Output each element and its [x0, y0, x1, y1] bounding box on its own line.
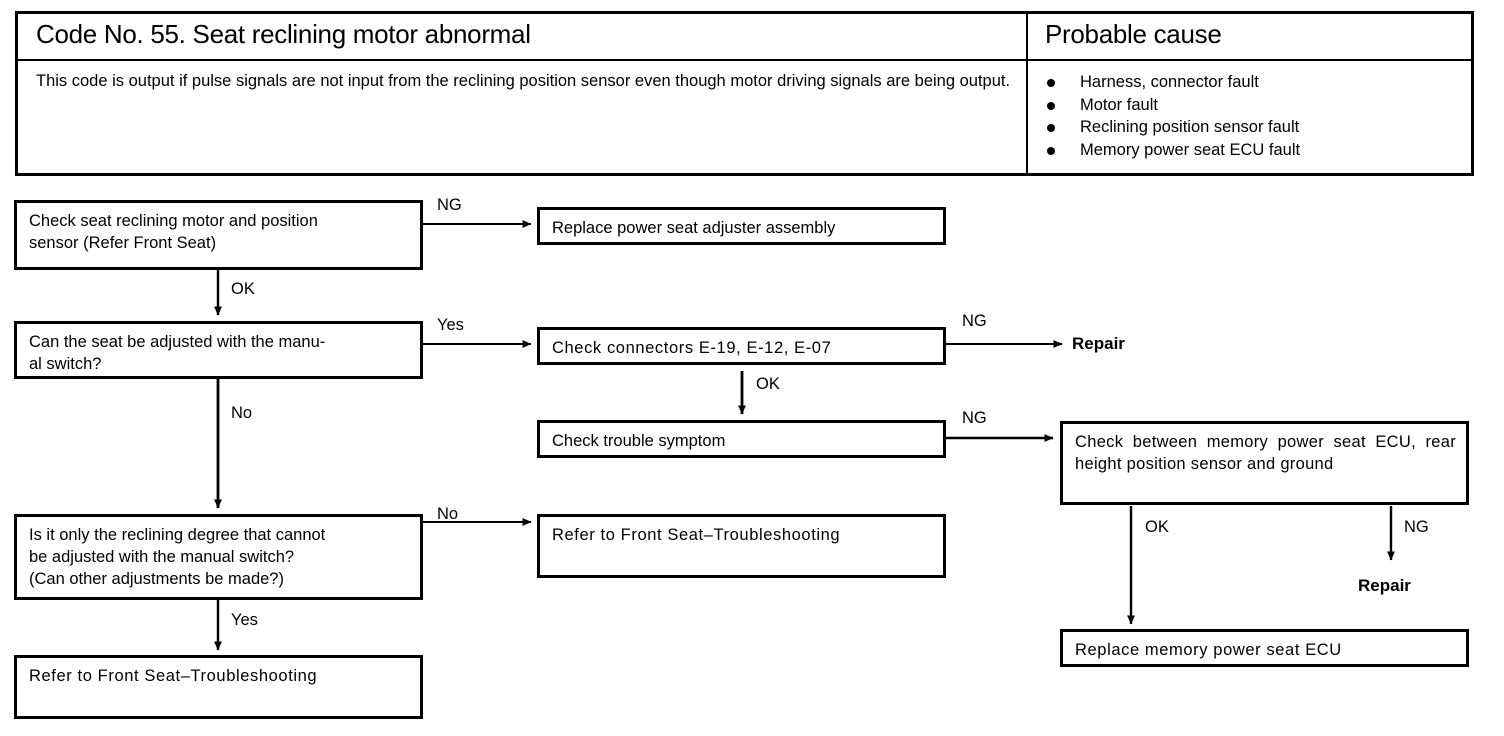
cause-list-cell: Harness, connector fault Motor fault Rec…	[1028, 61, 1471, 173]
label-repair-top: Repair	[1072, 334, 1125, 353]
box-replace-adjuster[interactable]: Replace power seat adjuster assembly	[537, 207, 946, 245]
edge-label-ok-1: OK	[231, 280, 255, 298]
edge-label-ok-3: OK	[1145, 518, 1169, 536]
box-check-motor-sensor[interactable]: Check seat reclining motor and position …	[14, 200, 423, 270]
bullet-icon	[1047, 124, 1055, 132]
edge-label-yes-1: Yes	[437, 316, 464, 334]
box-refer-front-seat-left[interactable]: Refer to Front Seat–Troubleshooting	[14, 655, 423, 719]
list-item: Reclining position sensor fault	[1044, 116, 1471, 139]
box-replace-ecu[interactable]: Replace memory power seat ECU	[1060, 629, 1469, 667]
probable-cause-list: Harness, connector fault Motor fault Rec…	[1028, 61, 1471, 161]
code-title: Code No. 55. Seat reclining motor abnorm…	[36, 19, 531, 49]
edge-label-yes-2: Yes	[231, 611, 258, 629]
box-check-trouble-symptom[interactable]: Check trouble symptom	[537, 420, 946, 458]
box-check-between-ecu[interactable]: Check between memory power seat ECU, rea…	[1060, 421, 1469, 505]
table-body-row: This code is output if pulse signals are…	[18, 61, 1471, 173]
edge-label-ng-1: NG	[437, 196, 462, 214]
edge-label-ok-2: OK	[756, 375, 780, 393]
edge-label-no-1: No	[231, 404, 253, 422]
cause-title-cell: Probable cause	[1028, 14, 1471, 59]
cause-text: Memory power seat ECU fault	[1080, 140, 1301, 159]
list-item: Memory power seat ECU fault	[1044, 139, 1471, 162]
label-repair-bottom: Repair	[1358, 576, 1411, 595]
edge-label-ng-3: NG	[962, 409, 987, 427]
edge-label-ng-2: NG	[962, 312, 987, 330]
cause-text: Reclining position sensor fault	[1080, 118, 1300, 136]
box-refer-front-seat-mid[interactable]: Refer to Front Seat–Troubleshooting	[537, 514, 946, 578]
table-header-row: Code No. 55. Seat reclining motor abnorm…	[18, 14, 1471, 61]
edge-label-no-2: No	[437, 505, 459, 523]
bullet-icon	[1047, 79, 1055, 87]
bullet-icon	[1047, 146, 1055, 155]
description-cell: This code is output if pulse signals are…	[18, 61, 1028, 173]
probable-cause-title: Probable cause	[1045, 19, 1222, 49]
box-only-reclining-degree[interactable]: Is it only the reclining degree that can…	[14, 514, 423, 600]
box-can-adjust-manual[interactable]: Can the seat be adjusted with the manu- …	[14, 321, 423, 379]
code-description: This code is output if pulse signals are…	[36, 72, 1011, 90]
cause-text: Motor fault	[1080, 95, 1158, 114]
box-check-connectors[interactable]: Check connectors E-19, E-12, E-07	[537, 327, 946, 365]
bullet-icon	[1047, 101, 1055, 110]
list-item: Motor fault	[1044, 94, 1471, 117]
edge-label-ng-4: NG	[1404, 518, 1429, 536]
code-info-table: Code No. 55. Seat reclining motor abnorm…	[15, 11, 1474, 176]
cause-text: Harness, connector fault	[1080, 73, 1259, 91]
list-item: Harness, connector fault	[1044, 71, 1471, 94]
code-title-cell: Code No. 55. Seat reclining motor abnorm…	[18, 14, 1028, 59]
